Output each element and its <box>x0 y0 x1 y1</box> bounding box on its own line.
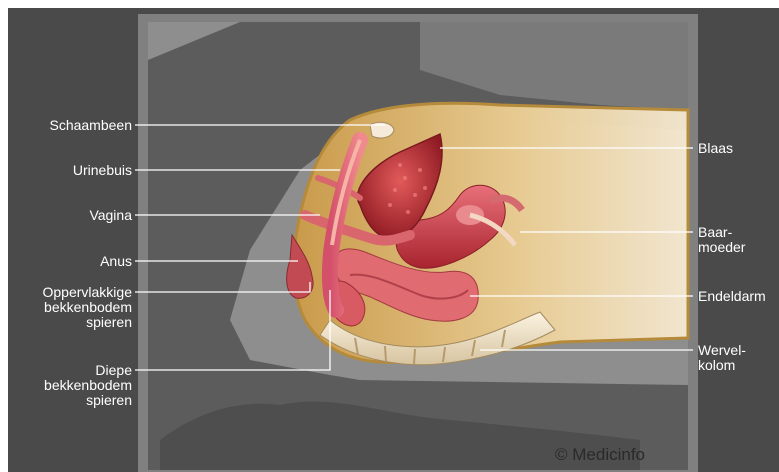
label-line: Oppervlakkige <box>6 285 132 300</box>
label-line: moeder <box>698 240 745 255</box>
label-line: Diepe <box>6 363 132 378</box>
label-baarmoeder: Baar- moeder <box>698 225 745 255</box>
label-line: spieren <box>6 315 132 330</box>
label-line: Wervel- <box>698 343 746 358</box>
label-endeldarm: Endeldarm <box>698 289 766 304</box>
label-line: Baar- <box>698 225 745 240</box>
label-line: bekkenbodem <box>6 378 132 393</box>
label-anus: Anus <box>20 254 132 269</box>
label-urinebuis: Urinebuis <box>20 163 132 178</box>
label-line: kolom <box>698 358 746 373</box>
label-line: spieren <box>6 393 132 408</box>
label-vagina: Vagina <box>20 208 132 223</box>
label-wervelkolom: Wervel- kolom <box>698 343 746 373</box>
label-diepe-bekkenbodem-spieren: Diepe bekkenbodem spieren <box>6 363 132 408</box>
label-line: bekkenbodem <box>6 300 132 315</box>
copyright-text: © Medicinfo <box>555 445 645 465</box>
label-oppervlakkige-bekkenbodem-spieren: Oppervlakkige bekkenbodem spieren <box>6 285 132 330</box>
label-blaas: Blaas <box>698 141 733 156</box>
label-schaambeen: Schaambeen <box>20 118 132 133</box>
